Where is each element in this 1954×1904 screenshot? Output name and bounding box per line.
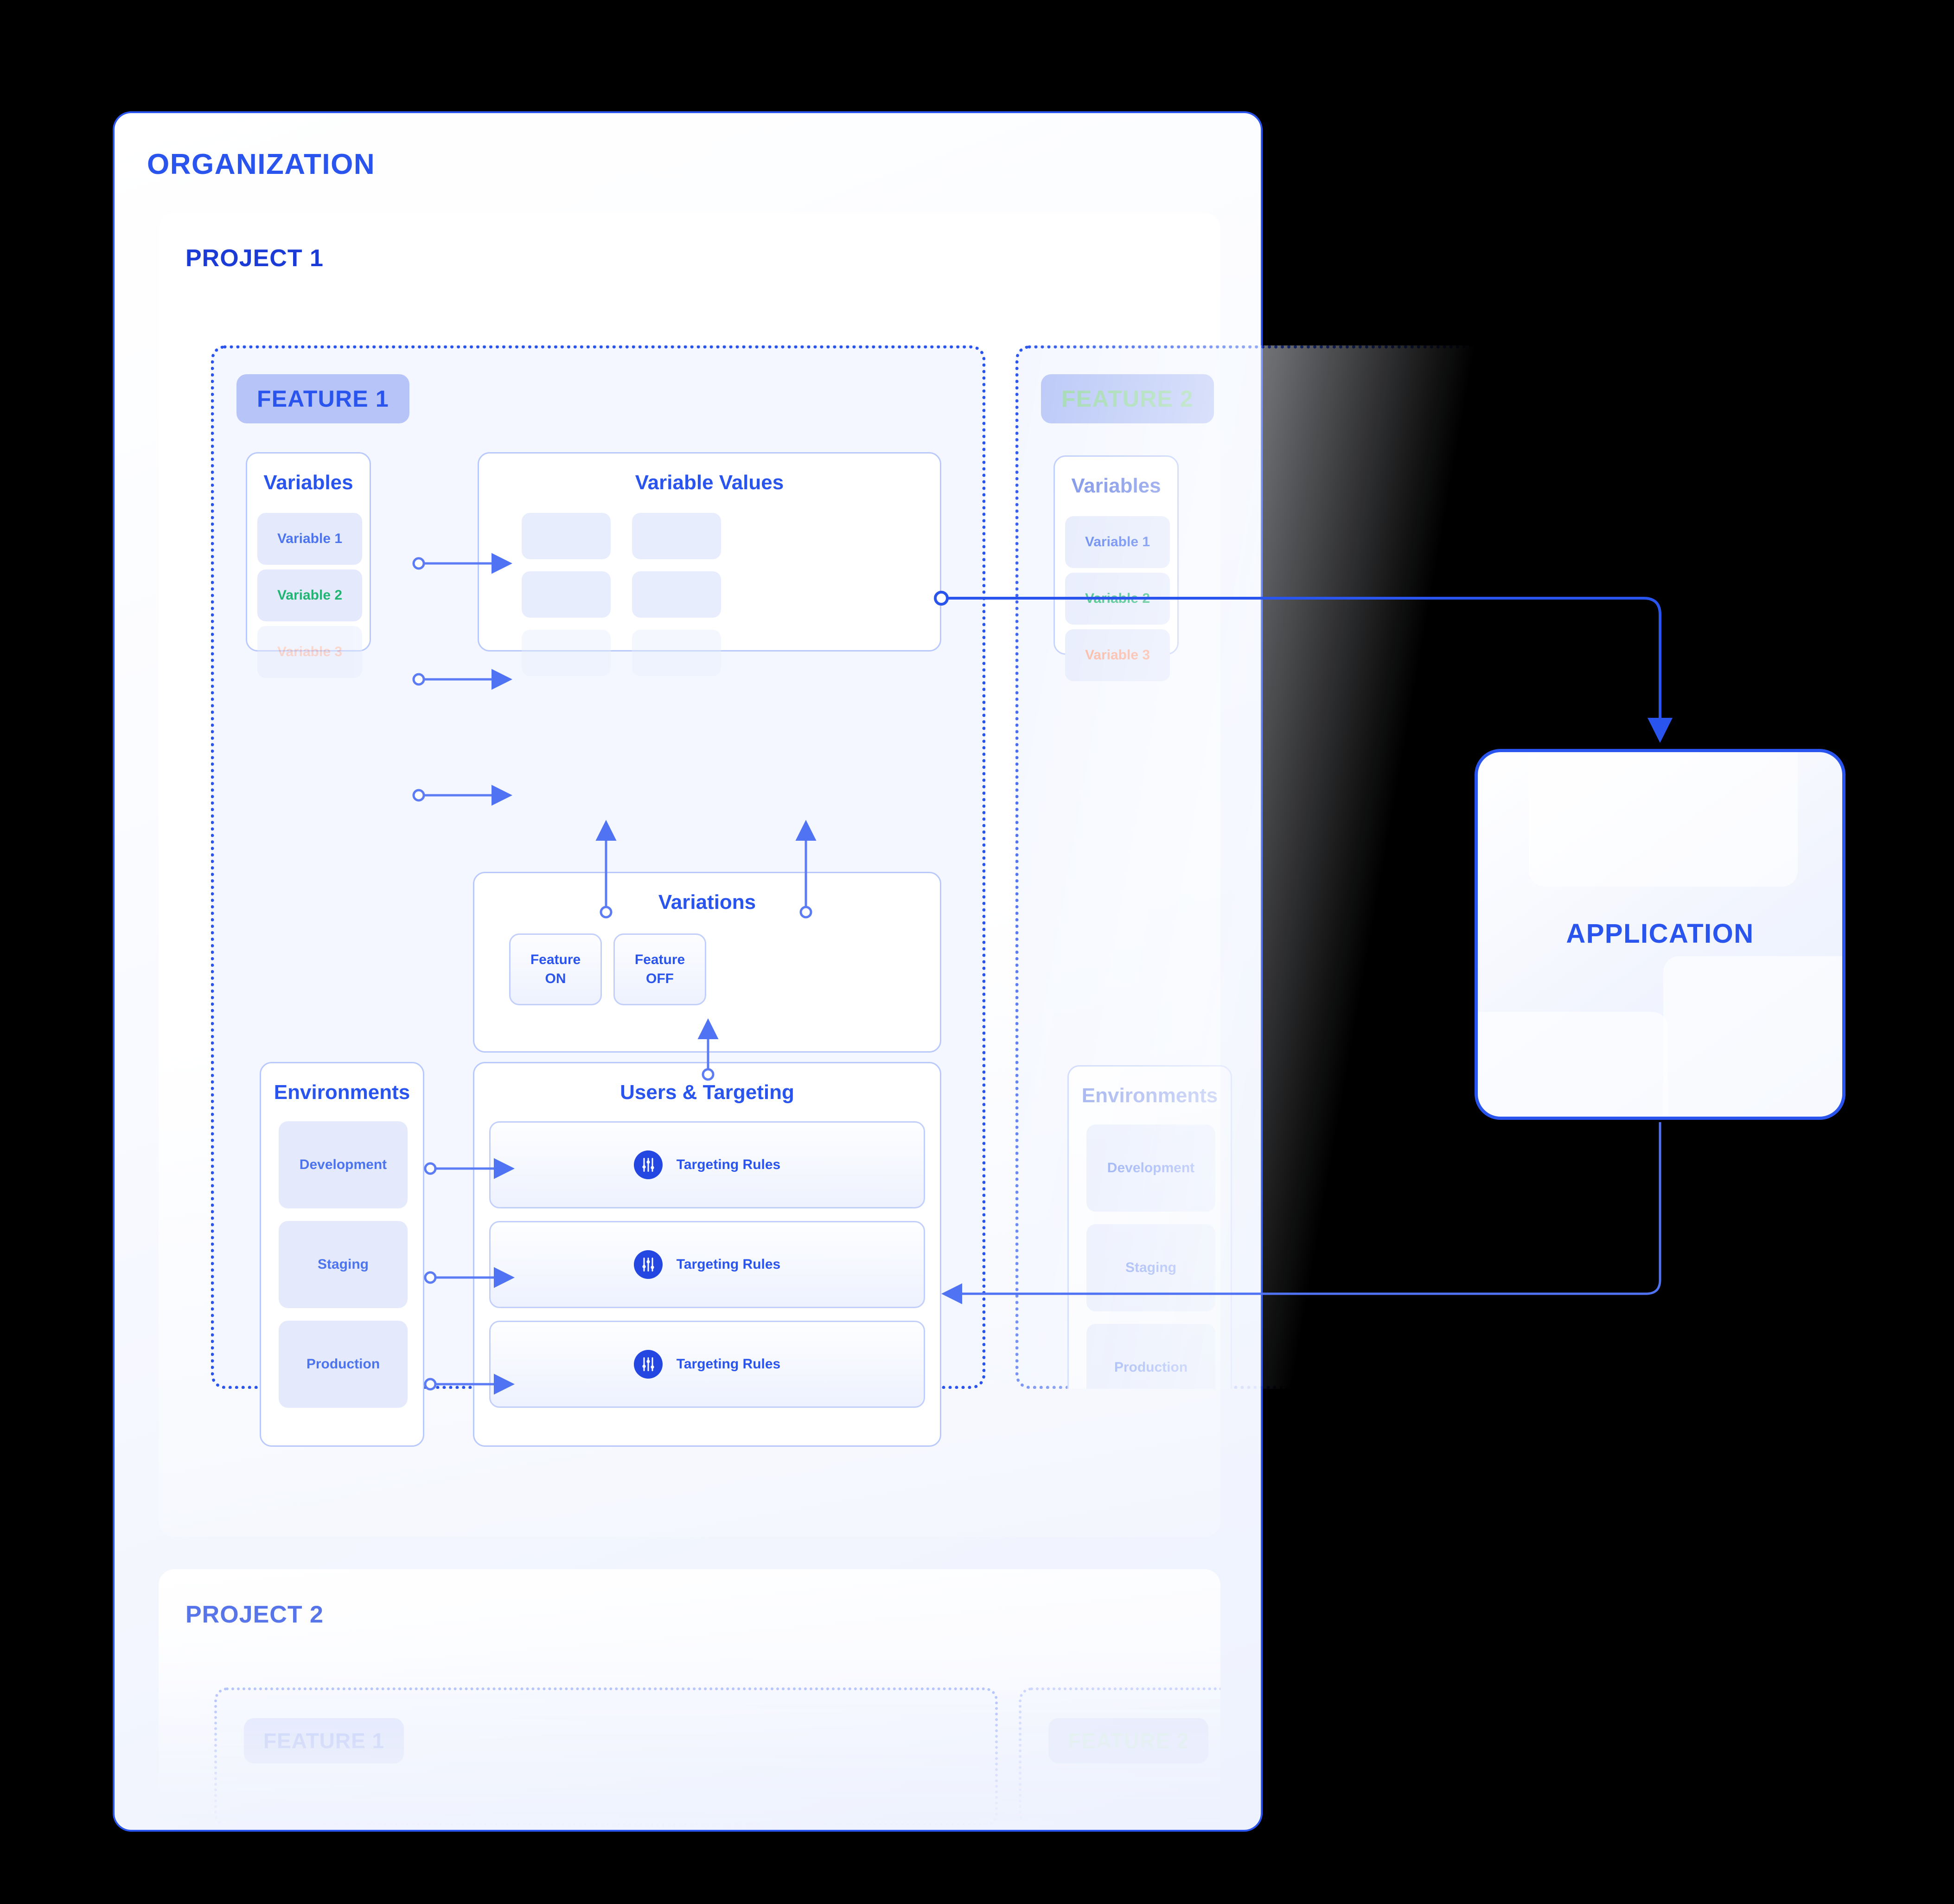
variable-chip-3[interactable]: Variable 3 — [257, 626, 362, 678]
feature-2-variable-chip: Variable 1 — [1065, 516, 1170, 568]
value-cell[interactable] — [632, 630, 721, 676]
variable-values-title: Variable Values — [635, 471, 784, 494]
organization-title: ORGANIZATION — [147, 148, 376, 180]
variables-panel: Variables Variable 1 Variable 2 Variable… — [246, 452, 371, 678]
project-2-card: PROJECT 2 FEATURE 1 FEATURE 2 — [159, 1569, 1220, 1829]
variation-on-line2: ON — [545, 971, 566, 986]
environments-panel: Environments Development Staging Product… — [260, 1062, 424, 1447]
targeting-rule-label: Targeting Rules — [676, 1257, 781, 1272]
feature-2-badge: FEATURE 2 — [1041, 374, 1214, 423]
targeting-rule-row[interactable]: Targeting Rules — [489, 1121, 925, 1208]
variable-chip-2[interactable]: Variable 2 — [257, 569, 362, 621]
feature-2-environments-title: Environments — [1081, 1084, 1218, 1107]
project-2-feature-2-panel: FEATURE 2 — [1019, 1687, 1220, 1827]
users-targeting-title: Users & Targeting — [620, 1081, 794, 1104]
variation-off-line1: Feature — [634, 952, 685, 967]
feature-2-variables-panel: Variables Variable 1 Variable 2 Variable… — [1054, 455, 1179, 681]
project-1-title: PROJECT 1 — [185, 245, 324, 272]
users-targeting-panel: Users & Targeting Targeting Rules — [473, 1062, 941, 1447]
targeting-rule-label: Targeting Rules — [676, 1356, 781, 1372]
variation-on-line1: Feature — [530, 952, 581, 967]
targeting-rule-row[interactable]: Targeting Rules — [489, 1221, 925, 1308]
project-2-feature-1-badge: FEATURE 1 — [244, 1718, 404, 1763]
value-cell[interactable] — [522, 630, 611, 676]
app-decor-shape — [1478, 1012, 1668, 1117]
value-cell[interactable] — [522, 513, 611, 559]
variables-panel-title: Variables — [263, 471, 353, 494]
targeting-rule-label: Targeting Rules — [676, 1157, 781, 1172]
targeting-rule-row[interactable]: Targeting Rules — [489, 1321, 925, 1408]
variations-panel: Variations Feature ON Feature OFF — [473, 872, 941, 1053]
variation-off-line2: OFF — [646, 971, 674, 986]
sliders-icon — [633, 1250, 663, 1279]
project-2-feature-1-panel: FEATURE 1 — [214, 1687, 998, 1827]
environments-panel-title: Environments — [274, 1081, 410, 1104]
feature-1-badge: FEATURE 1 — [236, 374, 409, 423]
application-title: APPLICATION — [1566, 919, 1754, 949]
project-2-feature-2-badge: FEATURE 2 — [1048, 1718, 1209, 1763]
app-decor-shape — [1663, 956, 1842, 1117]
application-box[interactable]: APPLICATION — [1475, 749, 1845, 1120]
variation-card-on[interactable]: Feature ON — [509, 933, 602, 1005]
value-cell[interactable] — [522, 571, 611, 618]
project-2-title: PROJECT 2 — [185, 1601, 324, 1628]
variable-values-panel: Variable Values — [478, 452, 941, 676]
variable-chip-1[interactable]: Variable 1 — [257, 513, 362, 565]
value-cell[interactable] — [632, 571, 721, 618]
feature-2-variables-title: Variables — [1071, 474, 1161, 497]
value-cell[interactable] — [632, 513, 721, 559]
app-decor-shape — [1529, 752, 1798, 887]
env-chip-production[interactable]: Production — [279, 1321, 408, 1408]
feature-2-variable-chip: Variable 3 — [1065, 629, 1170, 681]
feature-2-env-chip: Staging — [1086, 1224, 1215, 1311]
variation-card-off[interactable]: Feature OFF — [613, 933, 706, 1005]
feature-2-env-chip: Development — [1086, 1125, 1215, 1212]
sliders-icon — [633, 1350, 663, 1379]
env-chip-staging[interactable]: Staging — [279, 1221, 408, 1308]
variations-panel-title: Variations — [658, 891, 756, 914]
feature-2-variable-chip: Variable 2 — [1065, 573, 1170, 625]
sliders-icon — [633, 1150, 663, 1179]
env-chip-development[interactable]: Development — [279, 1121, 408, 1208]
